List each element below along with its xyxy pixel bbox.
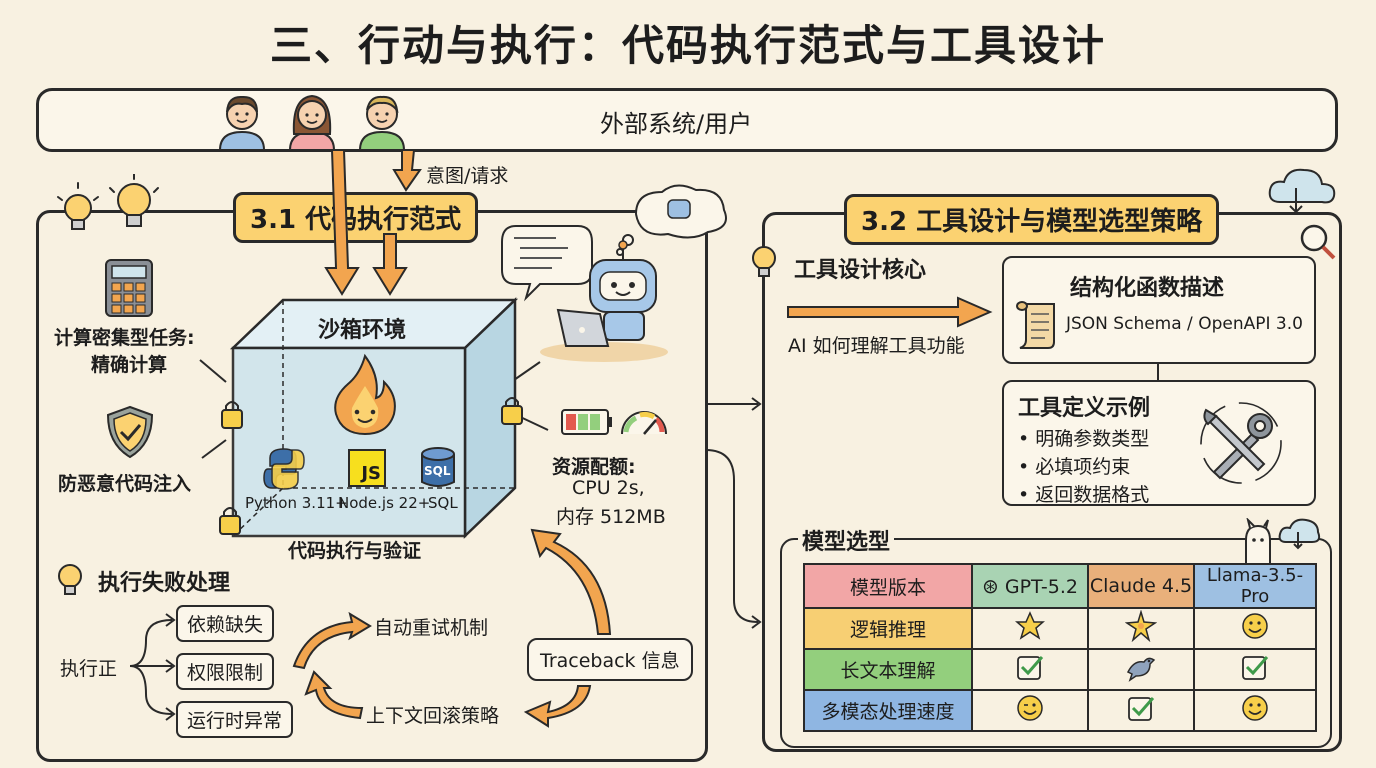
database-icon [421, 447, 455, 487]
model-heading: 模型选型 [798, 524, 895, 556]
table-row: 逻辑推理 [803, 607, 1317, 650]
model-comparison-table: 模型版本 ⊛ GPT-5.2 Claude 4.5 Llama-3.5-Pro … [803, 563, 1317, 732]
sandbox-label: 沙箱环境 [318, 318, 407, 343]
runtime-node: Node.js 22+ [338, 494, 431, 512]
tools-icon [1200, 402, 1282, 484]
lightbulb-icon [752, 246, 776, 277]
example-item-3: • 返回数据格式 [1018, 484, 1150, 506]
scroll-icon [1016, 301, 1055, 349]
error-permission: 权限限制 [176, 653, 275, 690]
table-header-cell: 模型版本 [803, 563, 973, 609]
check-icon [1087, 689, 1195, 732]
shield-icon [106, 405, 154, 459]
resource-cpu: CPU 2s, [572, 477, 645, 499]
javascript-icon: JS [348, 449, 386, 487]
section2-heading: 3.2 工具设计与模型选型策略 [844, 194, 1220, 245]
table-header-cell: Claude 4.5 [1087, 563, 1195, 609]
compute-task-sub: 精确计算 [91, 354, 168, 376]
security-label: 防恶意代码注入 [58, 473, 192, 495]
example-item-2: • 必填项约束 [1018, 456, 1131, 478]
table-header-cell: ⊛ GPT-5.2 [971, 563, 1089, 609]
lightbulb-icon [58, 564, 82, 595]
runtime-python: Python 3.11+ [245, 494, 348, 512]
table-row-label: 多模态处理速度 [803, 689, 973, 732]
bird-icon [1087, 648, 1195, 691]
table-row-label: 逻辑推理 [803, 607, 973, 650]
check-icon [1193, 648, 1317, 691]
table-header-cell: Llama-3.5-Pro [1193, 563, 1317, 609]
compute-task-label: 计算密集型任务: [54, 327, 195, 349]
example-item-1: • 明确参数类型 [1018, 428, 1150, 450]
star-icon [971, 607, 1089, 650]
structured-title: 结构化函数描述 [1070, 276, 1225, 301]
model-selection-box [780, 538, 1332, 748]
resource-memory: 内存 512MB [556, 506, 666, 528]
cloud-search-icon [1268, 168, 1336, 260]
example-title: 工具定义示例 [1018, 396, 1151, 421]
core-heading: 工具设计核心 [794, 258, 927, 283]
structured-spec: JSON Schema / OpenAPI 3.0 [1066, 314, 1303, 334]
intent-label: 意图/请求 [426, 165, 509, 187]
flame-icon [334, 353, 396, 436]
wink-icon [971, 689, 1089, 732]
users-icon [218, 94, 406, 151]
sandbox-caption: 代码执行与验证 [288, 540, 422, 562]
retry-label: 自动重试机制 [374, 617, 489, 639]
tool-example-card [1002, 380, 1316, 506]
resource-label: 资源配额: [552, 456, 636, 478]
table-row: 长文本理解 [803, 648, 1317, 691]
table-header-row: 模型版本 ⊛ GPT-5.2 Claude 4.5 Llama-3.5-Pro [803, 563, 1317, 609]
error-runtime: 运行时异常 [176, 701, 294, 738]
error-dependency: 依赖缺失 [176, 605, 275, 642]
calculator-icon [105, 259, 153, 317]
battery-gauge-icon [561, 409, 667, 435]
smile-icon [1193, 689, 1317, 732]
check-icon [971, 648, 1089, 691]
core-question: AI 如何理解工具功能 [788, 335, 965, 357]
python-icon [263, 448, 305, 490]
table-row-label: 长文本理解 [803, 648, 973, 691]
sql-icon-label: SQL [424, 464, 451, 478]
robot-icon [501, 184, 727, 362]
table-row: 多模态处理速度 [803, 689, 1317, 732]
runtime-sql: SQL [428, 494, 458, 512]
external-system-label: 外部系统/用户 [600, 110, 753, 138]
failure-source: 执行正 [60, 658, 118, 680]
failure-heading: 执行失败处理 [98, 571, 231, 596]
rollback-label: 上下文回滚策略 [366, 705, 500, 727]
traceback-box: Traceback 信息 [527, 638, 693, 681]
sparkle-star-icon [1087, 607, 1195, 650]
section1-heading: 3.1 代码执行范式 [233, 192, 479, 243]
smile-icon [1193, 607, 1317, 650]
core-arrow [787, 296, 993, 328]
llama-cloud-icon [1245, 518, 1321, 573]
lightbulb-icon [57, 174, 159, 230]
page-title: 三、行动与执行：代码执行范式与工具设计 [269, 21, 1106, 70]
